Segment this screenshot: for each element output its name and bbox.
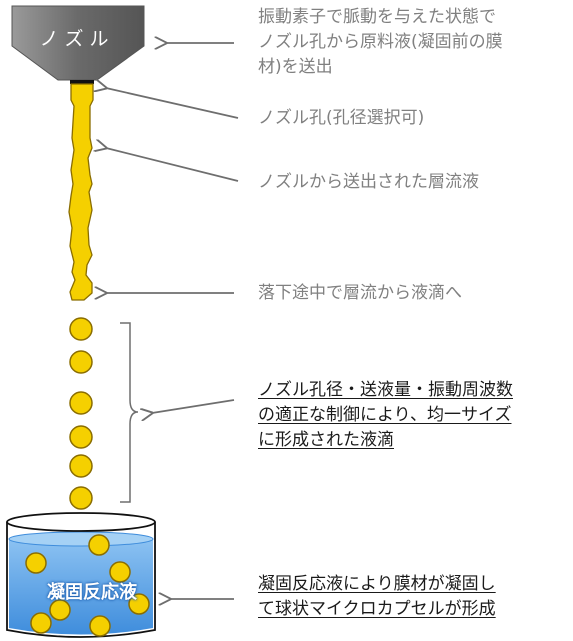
- droplet: [69, 317, 93, 341]
- capsules-in-bath: [25, 534, 150, 637]
- annotation-line: ノズル孔径・送液量・振動周波数: [258, 380, 513, 400]
- annotation-pulse: 振動素子で脈動を与えた状態で ノズル孔から原料液(凝固前の膜 材)を送出: [258, 5, 503, 80]
- annotation-control: ノズル孔径・送液量・振動周波数 の適正な制御により、均一サイズ に形成された液滴: [258, 378, 513, 453]
- annotation-line: に形成された液滴: [258, 430, 394, 450]
- annotation-breakup: 落下途中で層流から液滴へ: [258, 281, 462, 306]
- nozzle-label: ノズル: [39, 28, 115, 50]
- nozzle-tip: [70, 80, 94, 84]
- droplet: [69, 425, 93, 449]
- annotation-line: の適正な制御により、均一サイズ: [258, 405, 512, 425]
- droplet: [69, 486, 93, 510]
- droplet: [69, 350, 93, 374]
- annotation-line: 振動素子で脈動を与えた状態で: [258, 7, 496, 27]
- arrow-laminar: [106, 148, 239, 182]
- droplet: [69, 454, 93, 478]
- annotation-line: 落下途中で層流から液滴へ: [258, 283, 462, 303]
- bath-label: 凝固反応液: [47, 582, 137, 603]
- capsule: [89, 615, 111, 637]
- annotation-line: ノズル孔から原料液(凝固前の膜: [258, 32, 503, 52]
- droplet: [69, 391, 93, 415]
- annotation-solidify: 凝固反応液により膜材が凝固し て球状マイクロカプセルが形成: [258, 572, 496, 622]
- droplet-bracket: [120, 322, 139, 503]
- arrows: [106, 43, 239, 599]
- annotation-hole: ノズル孔(孔径選択可): [258, 106, 424, 131]
- annotation-line: ノズルから送出された層流液: [258, 172, 479, 192]
- capsule: [88, 534, 110, 556]
- falling-droplets: [69, 317, 93, 510]
- annotation-line: 凝固反応液により膜材が凝固し: [258, 574, 496, 594]
- annotation-line: て球状マイクロカプセルが形成: [258, 599, 496, 619]
- arrow-control: [152, 399, 235, 413]
- laminar-stream: [68, 83, 94, 301]
- arrow-hole: [106, 88, 239, 119]
- capsule: [30, 612, 52, 634]
- annotation-line: 材)を送出: [258, 57, 333, 77]
- capsule: [49, 599, 71, 621]
- capsule: [109, 561, 131, 583]
- annotation-laminar: ノズルから送出された層流液: [258, 170, 479, 195]
- reaction-beaker: [6, 512, 156, 638]
- capsule: [128, 593, 150, 615]
- annotation-line: ノズル孔(孔径選択可): [258, 108, 425, 128]
- capsule: [25, 552, 47, 574]
